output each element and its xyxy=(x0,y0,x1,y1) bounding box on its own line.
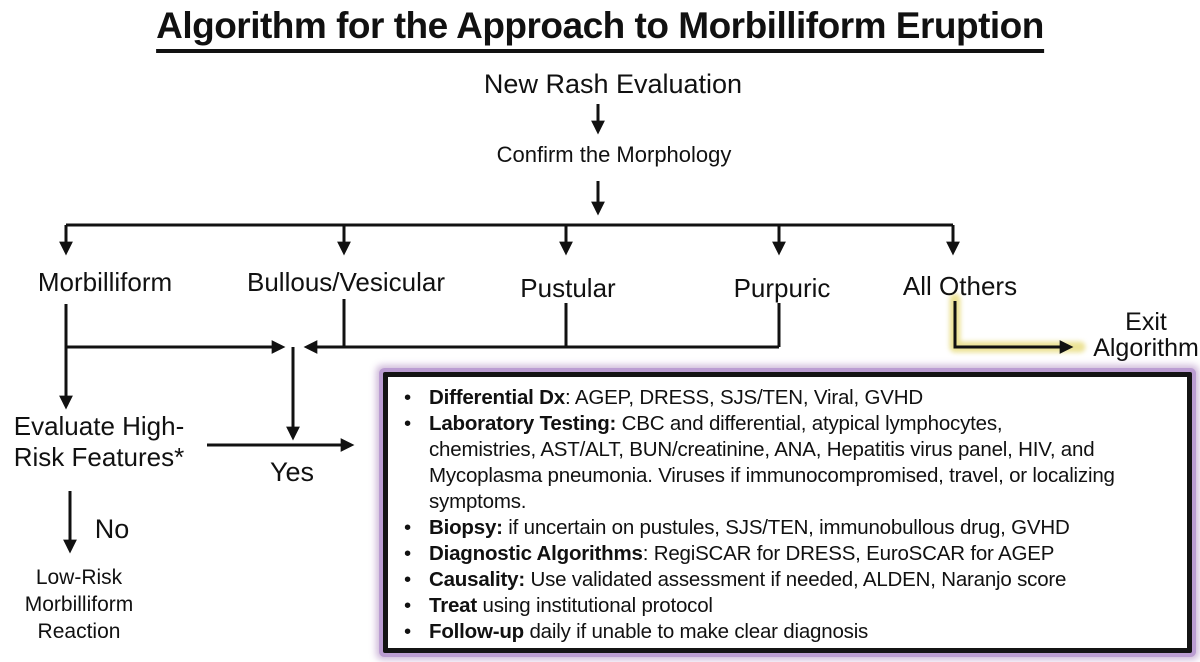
flow-node-exit-algorithm: Exit Algorithm xyxy=(1093,308,1199,362)
flow-node-low-risk-reaction: Low-Risk Morbilliform Reaction xyxy=(24,566,134,643)
bullet-laboratory-testing: Laboratory Testing: CBC and differential… xyxy=(396,411,1181,515)
bullet-causality: Causality: Use validated assessment if n… xyxy=(396,567,1181,593)
flow-node-all-others: All Others xyxy=(902,271,1018,301)
bullet-follow-up: Follow-up daily if unable to make clear … xyxy=(396,619,1181,645)
page-title: Algorithm for the Approach to Morbillifo… xyxy=(156,5,1044,54)
flow-label-yes: Yes xyxy=(269,457,315,487)
bullet-diagnostic-algorithms: Diagnostic Algorithms: RegiSCAR for DRES… xyxy=(396,541,1181,567)
bullet-differential-dx: Differential Dx: AGEP, DRESS, SJS/TEN, V… xyxy=(396,385,1181,411)
bullet-treat: Treat using institutional protocol xyxy=(396,593,1181,619)
flow-node-morbilliform: Morbilliform xyxy=(37,267,173,297)
bullet-biopsy: Biopsy: if uncertain on pustules, SJS/TE… xyxy=(396,515,1181,541)
flow-node-bullous-vesicular: Bullous/Vesicular xyxy=(247,267,445,297)
purple-highlight-paths xyxy=(193,340,368,452)
flow-node-purpuric: Purpuric xyxy=(733,273,831,303)
flow-lines xyxy=(59,104,1074,554)
flow-node-evaluate-high-risk: Evaluate High- Risk Features* xyxy=(13,411,185,472)
arrow-all-others-to-exit xyxy=(953,301,1074,354)
flow-node-pustular: Pustular xyxy=(520,273,616,303)
flow-node-confirm-morphology: Confirm the Morphology xyxy=(496,142,732,167)
flow-node-new-rash-evaluation: New Rash Evaluation xyxy=(483,69,743,99)
workup-bullet-list: Differential Dx: AGEP, DRESS, SJS/TEN, V… xyxy=(388,377,1187,645)
flow-label-no: No xyxy=(94,514,130,544)
workup-action-box: Differential Dx: AGEP, DRESS, SJS/TEN, V… xyxy=(383,372,1192,653)
